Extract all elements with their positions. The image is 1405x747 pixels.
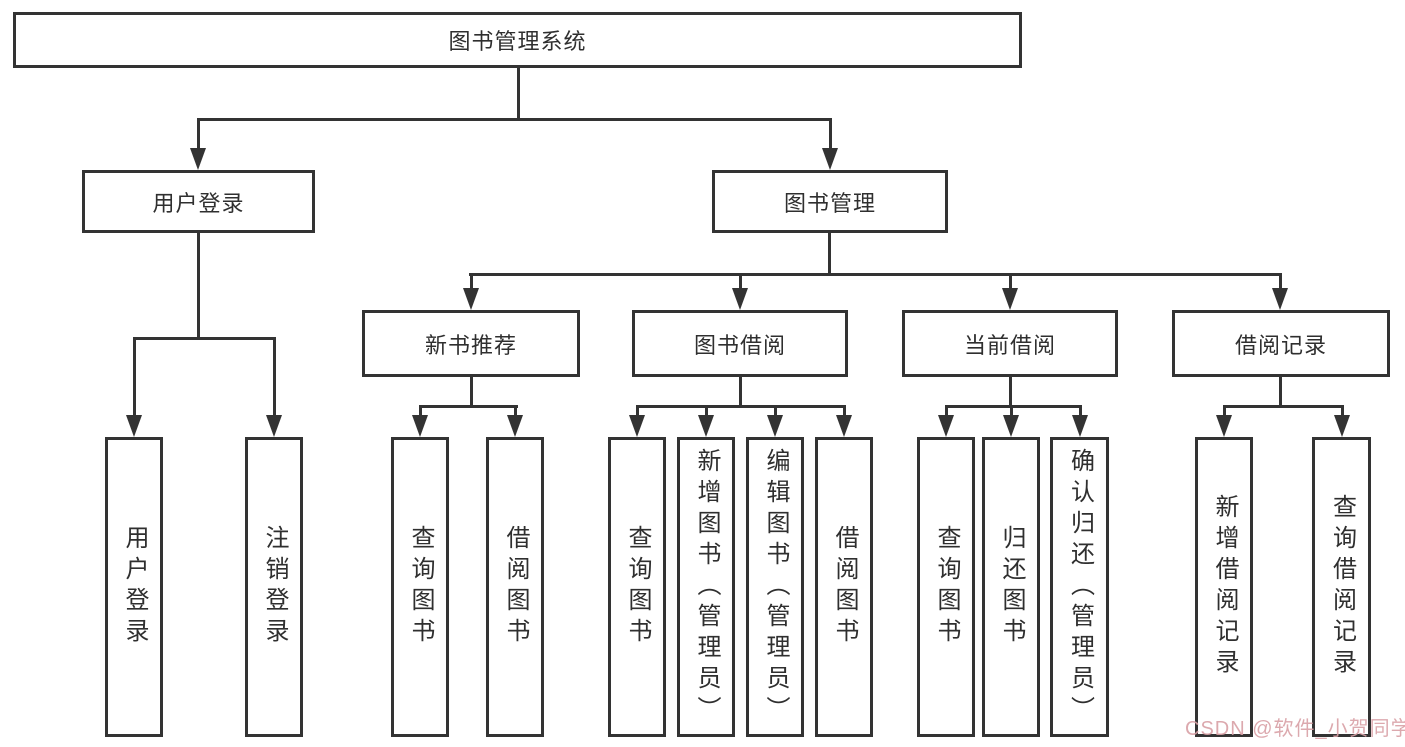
- node-current-query-book-label: 查询图书: [933, 525, 960, 649]
- node-book-borrowing-label: 图书借阅: [693, 332, 786, 358]
- arrow-down-icon: [412, 415, 428, 437]
- connector-shaft: [704, 405, 708, 421]
- connector-shaft: [944, 405, 948, 421]
- connector-book-mgmt-shaft: [828, 118, 832, 152]
- arrow-down-icon: [1272, 288, 1288, 310]
- arrow-down-icon: [126, 415, 142, 437]
- connector-shaft: [738, 273, 742, 294]
- connector-shaft: [1340, 405, 1344, 421]
- node-current-borrowing-label: 当前借阅: [963, 332, 1056, 358]
- connector-shaft: [132, 337, 136, 419]
- node-add-book-admin: 新增图书（管理员）: [677, 437, 735, 737]
- node-borrowing-query-book-label: 查询图书: [624, 525, 651, 649]
- arrow-down-icon: [732, 288, 748, 310]
- arrow-down-icon: [463, 288, 479, 310]
- node-borrowing-query-book: 查询图书: [608, 437, 666, 737]
- arrow-down-icon: [266, 415, 282, 437]
- node-recommend-query-book: 查询图书: [391, 437, 449, 737]
- connector-level1-rail: [196, 118, 832, 121]
- connector-rail: [1222, 405, 1344, 408]
- connector-shaft: [1278, 273, 1282, 294]
- connector-shaft: [842, 405, 846, 421]
- connector-mgmt-drop: [827, 233, 831, 276]
- node-borrow-records: 借阅记录: [1172, 310, 1390, 377]
- arrow-down-icon: [836, 415, 852, 437]
- connector-rail: [635, 405, 846, 408]
- node-return-book: 归还图书: [982, 437, 1040, 737]
- node-library-system-label: 图书管理系统: [448, 29, 587, 54]
- node-recommend-query-book-label: 查询图书: [407, 525, 434, 649]
- connector-shaft: [635, 405, 639, 421]
- connector-drop: [1008, 377, 1012, 408]
- connector-shaft: [418, 405, 422, 421]
- node-library-system: 图书管理系统: [13, 12, 1022, 68]
- node-new-book-recommend-label: 新书推荐: [424, 332, 517, 358]
- arrow-down-icon: [767, 415, 783, 437]
- node-current-query-book: 查询图书: [917, 437, 975, 737]
- node-edit-book-admin: 编辑图书（管理员）: [746, 437, 804, 737]
- arrow-down-icon: [822, 148, 838, 170]
- connector-shaft: [272, 337, 276, 419]
- node-book-borrowing: 图书借阅: [632, 310, 848, 377]
- arrow-down-icon: [698, 415, 714, 437]
- connector-root-drop: [516, 68, 520, 121]
- arrow-down-icon: [507, 415, 523, 437]
- node-add-borrow-record-label: 新增借阅记录: [1211, 494, 1238, 680]
- node-confirm-return-admin: 确认归还（管理员）: [1050, 437, 1109, 737]
- node-borrowing-borrow-book-label: 借阅图书: [831, 525, 858, 649]
- connector-shaft: [773, 405, 777, 421]
- arrow-down-icon: [190, 148, 206, 170]
- arrow-down-icon: [1334, 415, 1350, 437]
- node-return-book-label: 归还图书: [998, 525, 1025, 649]
- arrow-down-icon: [1002, 288, 1018, 310]
- node-add-borrow-record: 新增借阅记录: [1195, 437, 1253, 737]
- node-user-login: 用户登录: [105, 437, 163, 737]
- arrow-down-icon: [1216, 415, 1232, 437]
- connector-rail: [944, 405, 1082, 408]
- connector-shaft: [1078, 405, 1082, 421]
- node-edit-book-admin-label: 编辑图书（管理员）: [762, 447, 789, 727]
- node-new-book-recommend: 新书推荐: [362, 310, 580, 377]
- connector-shaft: [469, 273, 473, 294]
- arrow-down-icon: [1003, 415, 1019, 437]
- node-recommend-borrow-book: 借阅图书: [486, 437, 544, 737]
- node-confirm-return-admin-label: 确认归还（管理员）: [1066, 447, 1094, 727]
- arrow-down-icon: [938, 415, 954, 437]
- node-borrowing-borrow-book: 借阅图书: [815, 437, 873, 737]
- connector-user-rail: [132, 337, 276, 340]
- connector-shaft: [1222, 405, 1226, 421]
- arrow-down-icon: [629, 415, 645, 437]
- connector-drop: [469, 377, 473, 408]
- node-user-login-group-label: 用户登录: [152, 190, 245, 216]
- connector-rail: [418, 405, 518, 408]
- node-logout-label: 注销登录: [261, 525, 288, 649]
- connector-shaft: [1008, 273, 1012, 294]
- node-logout: 注销登录: [245, 437, 303, 737]
- node-user-login-label: 用户登录: [121, 525, 148, 649]
- node-book-management-label: 图书管理: [783, 190, 876, 216]
- node-recommend-borrow-book-label: 借阅图书: [502, 525, 529, 649]
- connector-drop: [1278, 377, 1282, 408]
- connector-user-login-shaft: [196, 118, 200, 152]
- node-add-book-admin-label: 新增图书（管理员）: [693, 447, 720, 727]
- node-query-borrow-record: 查询借阅记录: [1312, 437, 1371, 737]
- node-borrow-records-label: 借阅记录: [1234, 332, 1327, 358]
- connector-shaft: [513, 405, 517, 421]
- node-user-login-group: 用户登录: [82, 170, 315, 233]
- connector-shaft: [1009, 405, 1013, 421]
- node-current-borrowing: 当前借阅: [902, 310, 1118, 377]
- connector-level3-rail: [468, 273, 1282, 276]
- arrow-down-icon: [1072, 415, 1088, 437]
- node-query-borrow-record-label: 查询借阅记录: [1328, 494, 1356, 680]
- connector-drop: [738, 377, 742, 408]
- csdn-watermark: CSDN @软件_小贺同学: [1185, 718, 1405, 740]
- node-book-management: 图书管理: [712, 170, 948, 233]
- connector-user-drop: [196, 233, 200, 340]
